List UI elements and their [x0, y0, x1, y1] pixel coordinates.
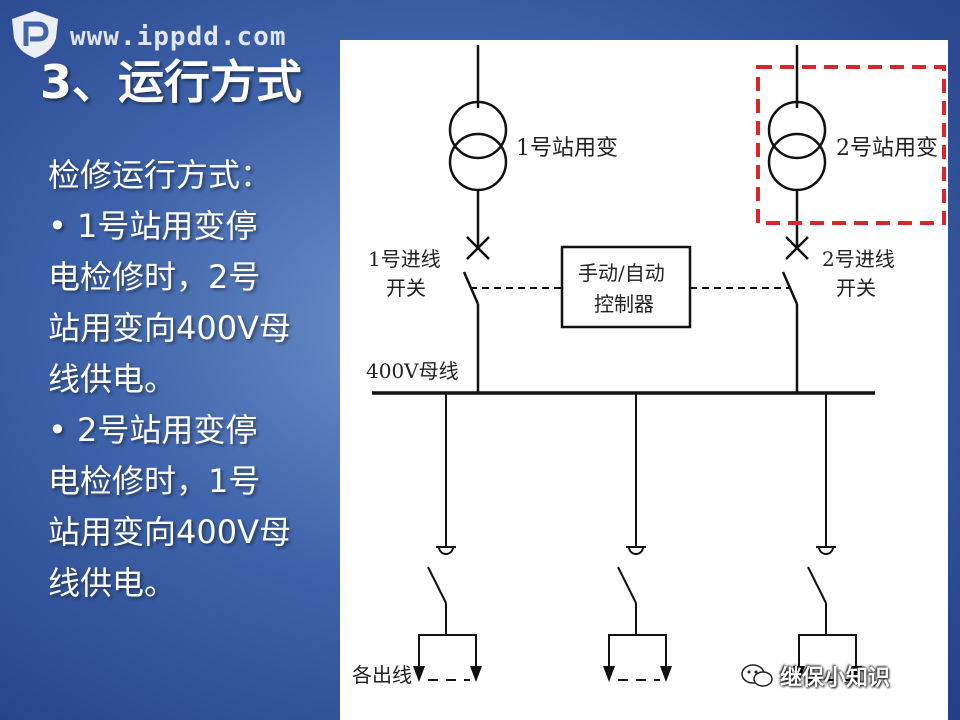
transformer-1-coil-top [448, 100, 508, 160]
switch-2-label-line2: 开关 [836, 276, 876, 300]
breaker-1-cross-b [466, 236, 490, 260]
outgoing-arrow [470, 666, 482, 682]
outgoing-label: 各出线 [352, 663, 412, 687]
description-line: 电检修时，1号 [48, 462, 261, 500]
controller-label-line1: 手动/自动 [578, 261, 665, 285]
circuit-diagram-panel: 1号站用变 2号站用变 1号进线 开关 2号进线 开关 手动/自动 控制器 40… [340, 40, 948, 720]
shield-logo-icon [12, 11, 58, 58]
feeder-switch-3 [807, 566, 827, 604]
description-line: • 1号站用变停 [48, 207, 258, 245]
switch-1-label-line1: 1号进线 [368, 247, 441, 271]
breaker-2-cross-b [785, 236, 809, 260]
disconnector-1-arc [438, 546, 454, 555]
outgoing-branch-2 [608, 634, 667, 670]
description-heading: 检修运行方式： [48, 156, 273, 194]
switch-1-label-line2: 开关 [386, 276, 426, 300]
description-line: 线供电。 [48, 564, 177, 602]
transformer-1-label: 1号站用变 [516, 136, 618, 161]
outgoing-branch-1 [418, 634, 477, 670]
transformer-2-label: 2号站用变 [836, 136, 938, 161]
outgoing-arrow [793, 666, 805, 682]
disconnector-2-arc [628, 546, 644, 555]
outgoing-arrow [850, 666, 862, 682]
bus-label: 400V母线 [366, 359, 459, 383]
site-watermark: www.ippdd.com [70, 22, 287, 52]
transformer-2-coil-top [767, 100, 827, 160]
outgoing-arrow [660, 666, 672, 682]
outgoing-branch-3 [798, 634, 857, 670]
description-text: 检修运行方式： • 1号站用变停 电检修时，2号 站用变向400V母 线供电。 … [48, 150, 338, 609]
wechat-icon [741, 664, 773, 687]
circuit-diagram: 1号站用变 2号站用变 1号进线 开关 2号进线 开关 手动/自动 控制器 40… [352, 45, 946, 687]
transformer-2-coil-bottom [767, 132, 827, 192]
feeder-switch-2 [617, 566, 637, 604]
feeder-switch-1 [427, 566, 447, 604]
controller-label-line2: 控制器 [594, 292, 654, 316]
page-title: 3、运行方式 [40, 55, 303, 109]
description-line: 线供电。 [48, 360, 177, 398]
outgoing-arrow [413, 666, 425, 682]
description-line: • 2号站用变停 [48, 411, 258, 449]
transformer-1-coil-bottom [448, 132, 508, 192]
highlight-frame [756, 65, 946, 225]
disconnector-3-arc [818, 546, 834, 555]
switch-2-label-line1: 2号进线 [822, 247, 895, 271]
description-line: 站用变向400V母 [48, 309, 291, 347]
wechat-watermark: 继保小知识 [780, 666, 891, 691]
outgoing-arrow [603, 666, 615, 682]
description-line: 站用变向400V母 [48, 513, 291, 551]
description-line: 电检修时，2号 [48, 258, 261, 296]
